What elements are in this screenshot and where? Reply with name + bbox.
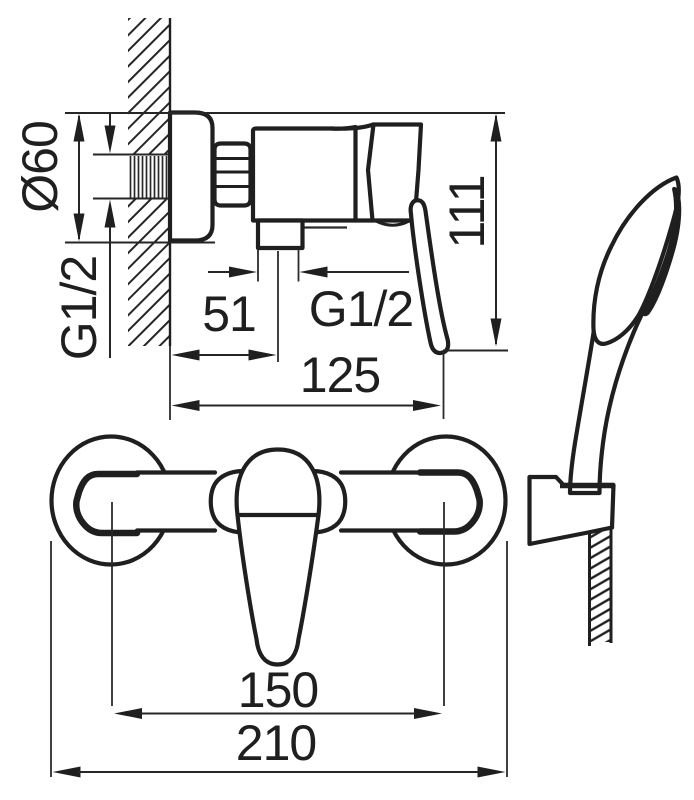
wall-thread-label: G1/2 bbox=[51, 256, 107, 360]
overall-width-label: 210 bbox=[236, 715, 316, 771]
body-bar-edges bbox=[134, 470, 422, 533]
spray-face-band bbox=[641, 186, 682, 317]
hose-hatching bbox=[590, 530, 611, 642]
front-view: 150 210 bbox=[49, 434, 508, 778]
wall-hatch bbox=[128, 18, 172, 346]
cap-bottom-arc bbox=[374, 219, 411, 227]
body-cap-bridge-top bbox=[328, 122, 376, 131]
lever-handle-front bbox=[234, 447, 322, 667]
mixer-side-view bbox=[167, 110, 451, 356]
fixture-height-label: 111 bbox=[439, 175, 495, 248]
wall-thread-pipe bbox=[93, 153, 170, 200]
mixer-body-side bbox=[250, 124, 358, 223]
lever-handle-side bbox=[408, 198, 451, 356]
shower-hose bbox=[588, 529, 613, 646]
union-nut-side bbox=[212, 141, 253, 208]
escutcheon-side bbox=[167, 110, 215, 243]
connection-centers-label: 150 bbox=[238, 662, 318, 718]
body-depth-label: 125 bbox=[300, 347, 380, 403]
outlet-offset-label: 51 bbox=[202, 286, 256, 342]
thread-coils bbox=[129, 156, 168, 198]
side-view: Ø60 G1/2 111 51 G1/2 125 bbox=[12, 18, 508, 420]
side-view-dimensions bbox=[65, 112, 508, 420]
outlet-thread-label: G1/2 bbox=[309, 281, 413, 337]
shower-head bbox=[591, 175, 681, 346]
hand-shower-set bbox=[527, 175, 682, 646]
wall-hatch-upper bbox=[128, 18, 170, 155]
right-union-nut-front bbox=[416, 469, 483, 535]
wall-hatch-lower bbox=[128, 198, 170, 346]
left-union-nut-front bbox=[73, 470, 141, 537]
front-view-dimensions bbox=[50, 502, 508, 778]
shower-handle bbox=[567, 312, 644, 496]
escutcheon-diameter-label: Ø60 bbox=[12, 121, 68, 213]
shower-outlet-side bbox=[255, 218, 305, 251]
